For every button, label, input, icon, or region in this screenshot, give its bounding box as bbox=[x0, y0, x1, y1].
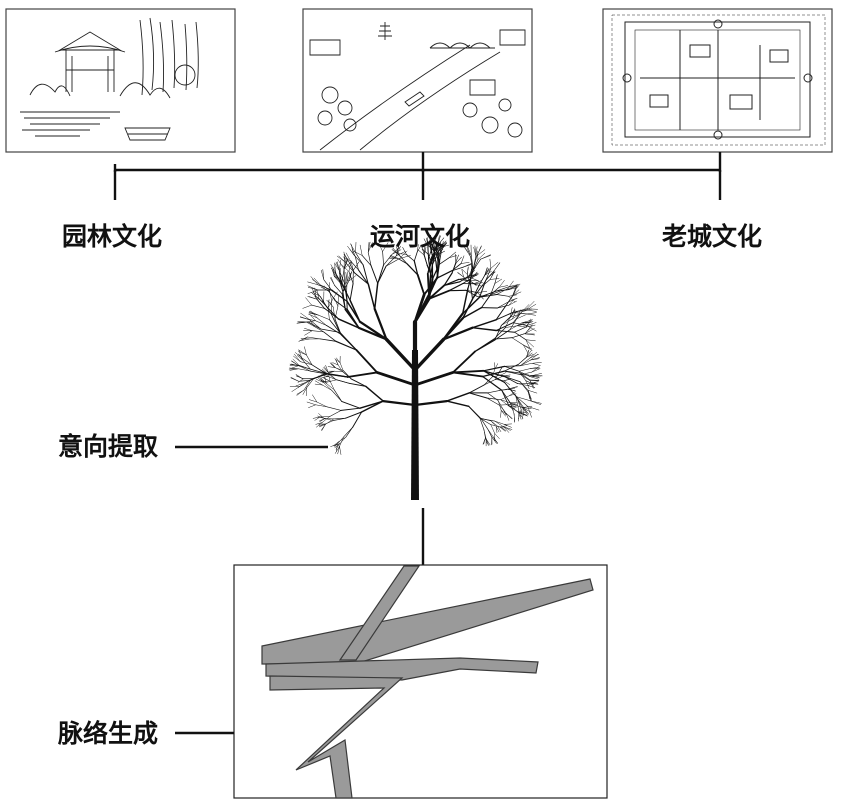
label-garden-culture: 园林文化 bbox=[62, 222, 162, 251]
top-connector bbox=[113, 152, 722, 200]
garden-sketch-image bbox=[5, 8, 236, 153]
corridor-top-spur bbox=[338, 565, 421, 661]
tree-illustration bbox=[288, 234, 543, 500]
old-city-map-image bbox=[602, 8, 833, 153]
corridor-upper-diagonal bbox=[261, 578, 594, 665]
canal-aerial-image bbox=[302, 8, 533, 153]
corridor-lower-diagonal bbox=[269, 675, 404, 799]
label-context-generation: 脉络生成 bbox=[57, 719, 158, 748]
corridor-network bbox=[261, 565, 594, 799]
label-canal-culture: 运河文化 bbox=[370, 222, 470, 251]
label-old-city-culture: 老城文化 bbox=[662, 222, 762, 251]
label-intent-extraction: 意向提取 bbox=[58, 432, 158, 461]
